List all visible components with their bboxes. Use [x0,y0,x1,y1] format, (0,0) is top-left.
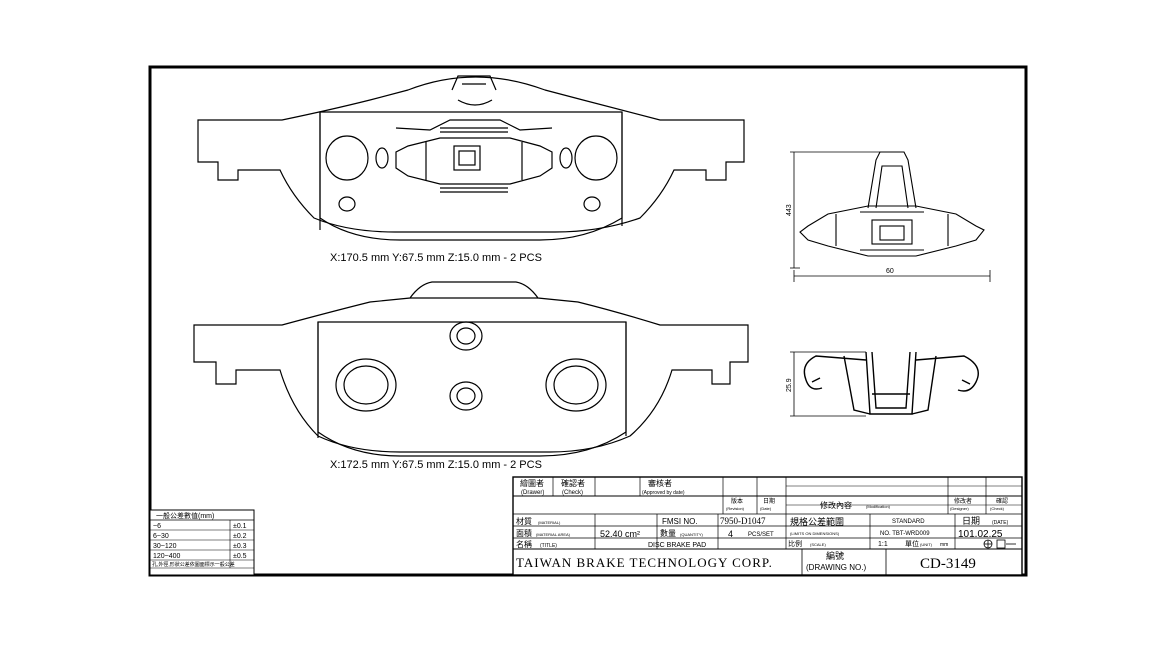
top-pad-caption: X:170.5 mm Y:67.5 mm Z:15.0 mm - 2 PCS [330,252,542,264]
unit-value: mm [940,542,948,548]
standard-value: NO. TBT-WRD009 [880,531,930,537]
tolerance-range-1: ~6 [153,523,161,530]
checker-label: 確認者 [561,478,585,488]
tolerance-value-2: ±0.2 [233,533,247,540]
clip-width-dim: 60 [886,268,894,275]
confirm-label: 確認 [996,497,1008,505]
scale-en: (SCALE) [810,542,826,547]
clip-height-dim: 443 [786,204,793,216]
projection-icon [983,539,1016,549]
drawer-label: 繪圖者 [520,478,544,488]
tolerance-value-1: ±0.1 [233,523,247,530]
modification-label: 修改內容 [820,500,852,510]
tolerance-value-3: ±0.3 [233,543,247,550]
revision-label: 版本 [731,497,743,505]
area-label: 面積 [516,528,532,538]
qty-en: (QUANTITY) [680,532,704,537]
fmsi-value: 7950-D1047 [720,516,766,526]
unit-label: 單位 [905,539,919,548]
qty-label: 數量 [660,528,676,538]
tolerance-note: 孔,外徑,形狀公差依圖面標示一般公差 [152,561,235,568]
material-label: 材質 [516,516,532,526]
drawing-no-en: (DRAWING NO.) [806,563,866,572]
company-name: TAIWAN BRAKE TECHNOLOGY CORP. [516,555,773,570]
scale-label: 比例 [788,539,802,548]
fmsi-label: FMSI NO. [662,517,698,526]
qty-unit: PCS/SET [748,532,774,538]
modification-en: (Modification) [866,504,891,509]
area-en: (MATERIAL AREA) [536,532,571,537]
spec-label: 規格公差範圍 [790,516,844,527]
date-en: (DATE) [992,520,1009,526]
rev-date-label: 日期 [763,497,775,505]
clip-top-view [799,151,985,257]
rev-date-en: (Date) [760,506,772,511]
standard-label: STANDARD [892,519,925,525]
clip-dimensions [790,151,991,282]
clip-side-height-dim: 25.9 [786,378,793,392]
tolerance-range-2: 6~30 [153,533,169,540]
tolerance-value-4: ±0.5 [233,553,247,560]
spec-en: (LIMITS ON DIMENSIONS) [790,531,840,536]
clip-side-dim [790,351,866,417]
name-en: (TITLE) [540,543,557,549]
date-label: 日期 [962,516,980,526]
brake-pad-bottom-view [193,281,749,457]
confirm-en: (Check) [990,506,1005,511]
date-value: 101.02.25 [958,529,1003,540]
bottom-pad-caption: X:172.5 mm Y:67.5 mm Z:15.0 mm - 2 PCS [330,459,542,471]
approver-label: 審核者 [648,478,672,488]
material-en: (MATERIAL) [538,520,561,525]
approver-en: (Approved by date) [642,490,685,496]
title-block: 繪圖者 (Drawer) 確認者 (Check) 審核者 (Approved b… [512,476,1023,576]
tolerance-range-3: 30~120 [153,543,177,550]
tolerance-range-4: 120~400 [153,553,181,560]
drawer-en: (Drawer) [521,490,544,496]
drawing-no-value: CD-3149 [920,556,976,572]
brake-pad-top-view [197,75,745,241]
designer-label: 修改者 [954,497,972,505]
revision-en: (Revision) [726,506,745,511]
area-value: 52.40 cm² [600,529,640,539]
designer-en: (Designer) [950,506,969,511]
clip-side-view [803,351,979,415]
qty-value: 4 [728,529,733,539]
tolerance-table: 一般公差數值(mm) ~6 ±0.1 6~30 ±0.2 30~120 ±0.3… [149,509,255,576]
tolerance-title: 一般公差數值(mm) [156,511,214,520]
name-label: 名稱 [516,539,532,549]
checker-en: (Check) [562,490,583,496]
name-value: DISC BRAKE PAD [648,542,706,549]
drawing-no-label: 編號 [826,550,844,561]
scale-value: 1:1 [878,541,888,548]
unit-en: (UNIT) [920,542,933,547]
